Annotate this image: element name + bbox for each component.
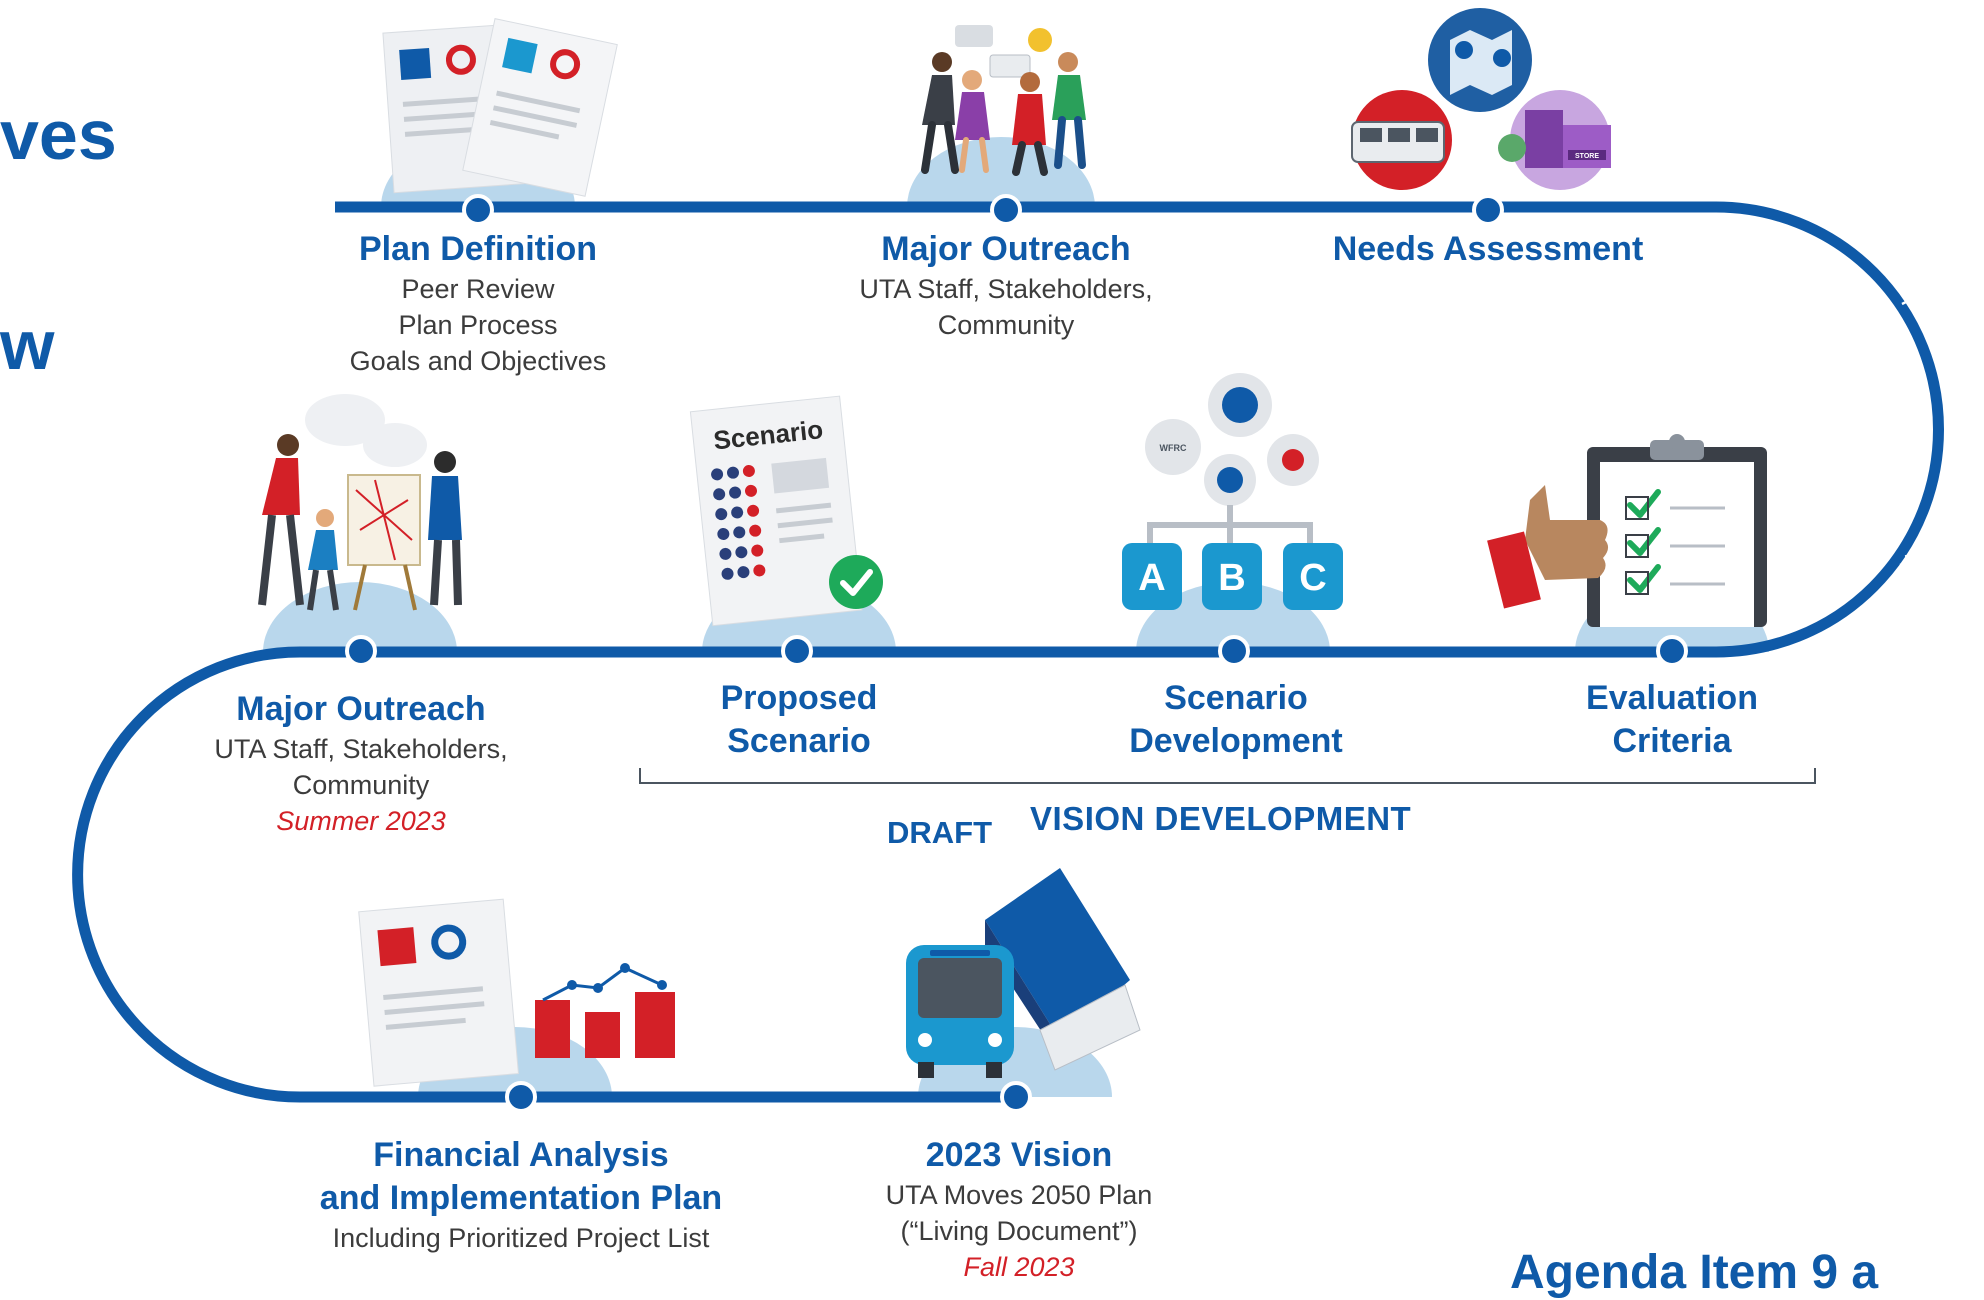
draft-label: DRAFT (887, 815, 993, 850)
scenario-document-icon: Scenario (689, 395, 883, 627)
gear-label: WFRC (1160, 443, 1187, 453)
stage-line: UTA Staff, Stakeholders, (214, 734, 508, 764)
agenda-item-label: Agenda Item 9 a (1510, 1246, 1879, 1299)
timeline-nodes (345, 194, 1688, 1113)
bus-book-icon (906, 868, 1141, 1078)
stage-line: UTA Moves 2050 Plan (885, 1180, 1153, 1210)
timeline-track (72, 201, 1944, 1103)
stage-line: Community (292, 770, 430, 800)
stage-plan-definition: Plan Definition Peer Review Plan Process… (350, 228, 607, 379)
stage-major-outreach-2: Major Outreach UTA Staff, Stakeholders, … (214, 688, 507, 839)
presentation-board-icon (258, 394, 462, 611)
stage-2023-vision: 2023 Vision UTA Moves 2050 Plan (“Living… (886, 1134, 1153, 1285)
stage-date: Fall 2023 (963, 1252, 1075, 1282)
stage-evaluation-criteria: Evaluation Criteria (1586, 677, 1758, 763)
stage-title: Evaluation Criteria (1586, 679, 1758, 760)
stage-line: Plan Process (398, 310, 558, 340)
stage-title: Major Outreach (881, 230, 1131, 268)
stage-title: Needs Assessment (1332, 230, 1644, 268)
vision-bracket (639, 768, 1816, 784)
stage-scenario-development: Scenario Development (1129, 677, 1343, 763)
stage-line: Community (937, 310, 1075, 340)
stage-line: (“Living Document”) (900, 1216, 1138, 1246)
people-meeting-icon (921, 25, 1086, 176)
stage-title: Plan Definition (358, 230, 597, 268)
stage-title: Scenario Development (1129, 679, 1343, 760)
clipboard-thumbs-up-icon (1487, 434, 1767, 627)
bus-store-map-icon: STORE (1351, 8, 1611, 190)
stage-needs-assessment: Needs Assessment (1333, 228, 1644, 271)
vision-development-label: VISION DEVELOPMENT (1030, 800, 1412, 837)
option-a: A (1138, 557, 1165, 599)
stage-title: Major Outreach (236, 690, 486, 728)
edge-fragment-mid: w (0, 306, 55, 384)
track-chevrons (79, 282, 1918, 1038)
edge-fragment-top: ves (0, 96, 117, 174)
stage-date: Summer 2023 (276, 806, 446, 836)
stage-line: Including Prioritized Project List (332, 1223, 710, 1253)
option-c: C (1299, 557, 1326, 599)
report-chart-icon (358, 898, 675, 1087)
documents-icon (382, 18, 618, 197)
stage-line: Peer Review (401, 274, 555, 304)
stage-title: 2023 Vision (925, 1136, 1113, 1174)
stage-title: Financial Analysis and Implementation Pl… (319, 1136, 723, 1217)
stage-title: Proposed Scenario (720, 679, 878, 760)
option-b: B (1218, 557, 1245, 599)
abc-gears-icon: WFRC A B C (1122, 373, 1343, 610)
stage-line: UTA Staff, Stakeholders, (859, 274, 1153, 304)
stage-proposed-scenario: Proposed Scenario (721, 677, 878, 763)
stage-line: Goals and Objectives (349, 346, 607, 376)
stage-financial-analysis: Financial Analysis and Implementation Pl… (320, 1134, 722, 1256)
store-sign: STORE (1575, 153, 1599, 160)
stage-major-outreach-1: Major Outreach UTA Staff, Stakeholders, … (859, 228, 1152, 343)
